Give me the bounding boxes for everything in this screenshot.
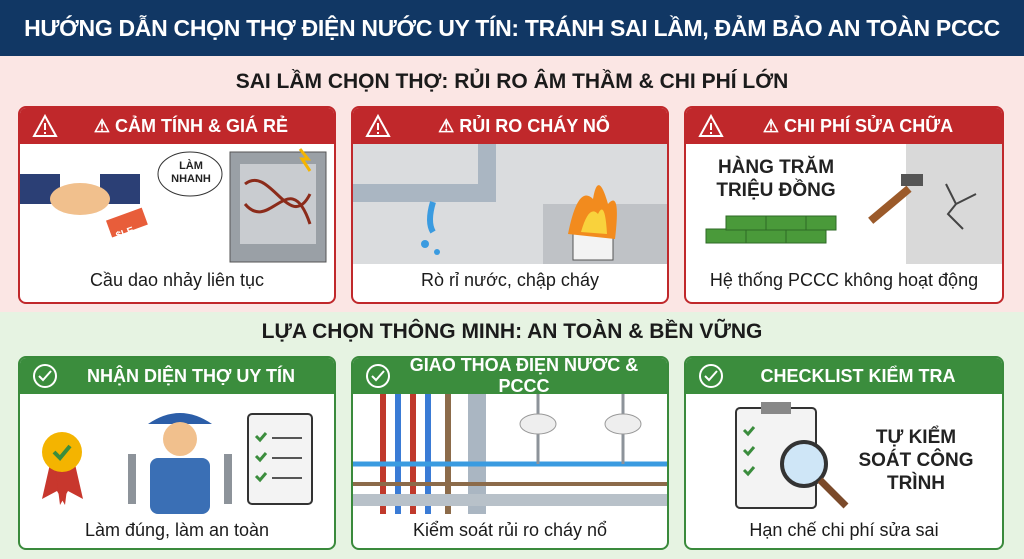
mistake-card-repair-cost: ⚠ CHI PHÍ SỬA CHỮA HÀNG TRĂM TRIỆU ĐỒNG … <box>684 106 1004 304</box>
warning-icon <box>32 113 58 137</box>
card-caption: Làm đúng, làm an toàn <box>84 520 270 540</box>
mistake-card-cheap: ⚠ CẢM TÍNH & GIÁ RẺ LÀM NHANH $LE Cầu da… <box>18 106 336 304</box>
card-heading: CHECKLIST KIỂM TRA <box>760 365 956 386</box>
choice-card-checklist: CHECKLIST KIỂM TRA TỰ KIỂM SOÁT CÔNG TRÌ… <box>684 356 1004 550</box>
mistake-card-fire-risk: ⚠ RỦI RO CHÁY NỔ Rò rỉ nước, chập cháy <box>351 106 669 304</box>
self-control-overlay-text: TỰ KIỂM SOÁT CÔNG TRÌNH <box>858 427 974 494</box>
handshake-electrical-panel-illustration <box>20 148 327 263</box>
speech-bubble: LÀM NHANH <box>171 160 211 185</box>
mistakes-section: SAI LẦM CHỌN THỢ: RỦI RO ÂM THẦM & CHI P… <box>0 56 1024 312</box>
choice-card-integration: GIAO THOA ĐIỆN NƯỚC & PCCC Kiểm soát rủi… <box>351 356 669 550</box>
page-title: HƯỚNG DẪN CHỌN THỢ ĐIỆN NƯỚC UY TÍN: TRÁ… <box>0 0 1024 56</box>
card-caption: Rò rỉ nước, chập cháy <box>421 270 599 290</box>
card-caption: Cầu dao nhảy liên tục <box>89 270 265 290</box>
warning-icon <box>365 113 391 137</box>
certified-worker-illustration <box>42 413 313 514</box>
card-caption: Hạn chế chi phí sửa sai <box>749 520 939 540</box>
pipes-smoke-detectors-illustration <box>353 394 667 514</box>
clipboard-magnifier-illustration <box>735 402 849 509</box>
card-heading: NHẬN DIỆN THỢ UY TÍN <box>86 365 296 386</box>
choices-section: LỰA CHỌN THÔNG MINH: AN TOÀN & BỀN VỮNG … <box>0 312 1024 559</box>
choices-title: LỰA CHỌN THÔNG MINH: AN TOÀN & BỀN VỮNG <box>261 320 763 343</box>
money-hammer-cracked-wall-illustration <box>705 144 1002 264</box>
card-heading: ⚠ RỦI RO CHÁY NỔ <box>438 115 610 136</box>
leaking-pipe-fire-illustration <box>353 144 667 264</box>
card-heading: ⚠ CẢM TÍNH & GIÁ RẺ <box>93 115 289 136</box>
choice-card-reputable-worker: NHẬN DIỆN THỢ UY TÍN Làm đúng, làm an to… <box>18 356 336 550</box>
check-circle-icon <box>33 364 57 388</box>
card-heading: GIAO THOA ĐIỆN NƯỚC & PCCC <box>409 356 639 396</box>
check-circle-icon <box>366 364 390 388</box>
card-caption: Hệ thống PCCC không hoạt động <box>709 270 979 290</box>
warning-icon <box>698 113 724 137</box>
card-heading: ⚠ CHI PHÍ SỬA CHỮA <box>762 115 954 136</box>
mistakes-title: SAI LẦM CHỌN THỢ: RỦI RO ÂM THẦM & CHI P… <box>235 70 789 93</box>
check-circle-icon <box>699 364 723 388</box>
cost-overlay-text: HÀNG TRĂM TRIỆU ĐỒNG <box>716 157 836 201</box>
card-caption: Kiểm soát rủi ro cháy nổ <box>412 520 608 540</box>
